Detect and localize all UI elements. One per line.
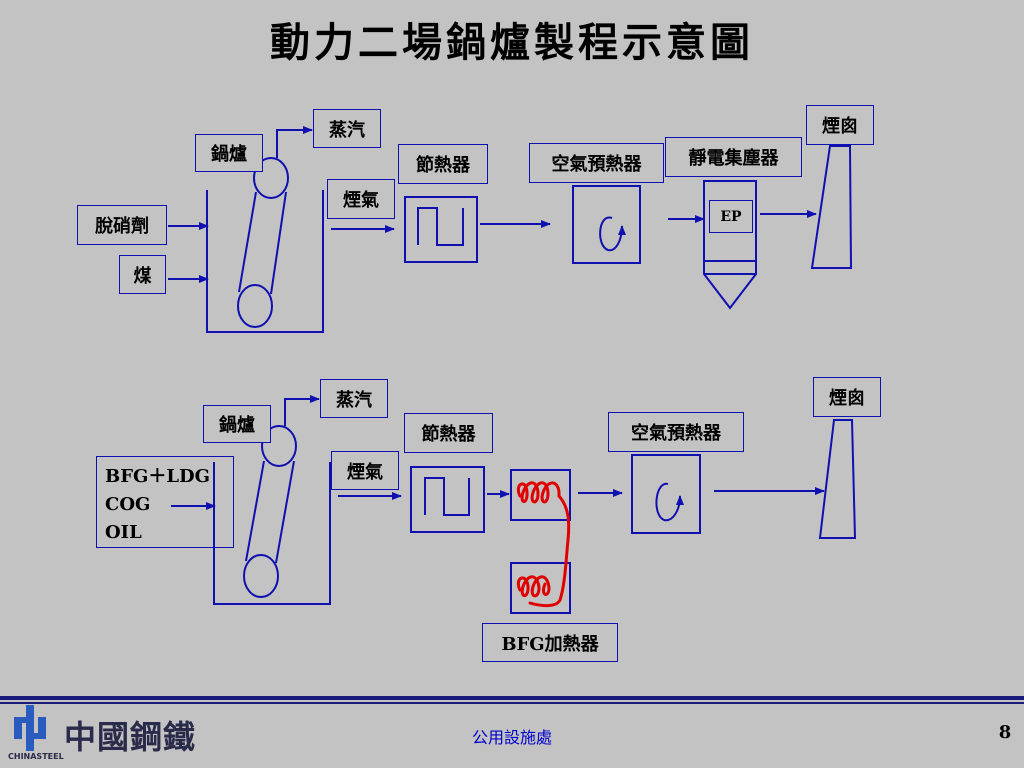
- fuel-item: BFG＋LDG: [105, 466, 211, 487]
- process-diagram: [168, 126, 857, 614]
- bfg-heater-top: [510, 469, 571, 521]
- preheater-swirl-2: [655, 482, 684, 522]
- boiler-2-steam-drum: [261, 425, 297, 467]
- label-air-preheater-1: 空氣預熱器: [529, 143, 664, 183]
- footer-divider: [0, 696, 1024, 700]
- boiler-2-mud-drum: [243, 554, 279, 598]
- preheater-swirl-1: [599, 216, 626, 252]
- label-stack-1: 煙囪: [806, 105, 874, 145]
- steam-line-2: [284, 395, 320, 426]
- label-flue-gas-1: 煙氣: [327, 179, 395, 219]
- esp-hopper: [703, 261, 757, 310]
- label-esp: 靜電集塵器: [665, 137, 802, 177]
- label-boiler-1: 鍋爐: [195, 134, 263, 172]
- fuel-item: COG: [105, 494, 151, 515]
- label-ep: EP: [709, 200, 753, 233]
- label-steam-1: 蒸汽: [313, 109, 381, 148]
- boiler-1-mud-drum: [237, 284, 273, 328]
- boiler-1-furnace: [206, 190, 324, 333]
- page-title: 動力二場鍋爐製程示意圖: [270, 19, 754, 66]
- heater-coil-bottom: [516, 575, 551, 598]
- china-steel-logo-icon: [14, 705, 46, 751]
- fuel-list: BFG＋LDG COG OIL: [96, 456, 234, 548]
- footer-divider-thin: [0, 702, 1024, 704]
- company-logo-subtext: CHINASTEEL: [8, 752, 64, 761]
- label-flue-gas-2: 煙氣: [331, 451, 399, 490]
- label-air-preheater-2: 空氣預熱器: [608, 412, 744, 452]
- department-name: 公用設施處: [471, 728, 552, 747]
- label-stack-2: 煙囪: [813, 377, 881, 417]
- air-preheater-2: [631, 454, 701, 534]
- label-boiler-2: 鍋爐: [203, 405, 271, 443]
- esp-body: [703, 180, 757, 262]
- stack-2: [818, 419, 857, 539]
- steam-line-1: [276, 126, 313, 158]
- economizer-2: [410, 466, 485, 533]
- label-denitration-agent: 脫硝劑: [77, 205, 167, 245]
- label-bfg-heater: BFG加熱器: [482, 623, 618, 662]
- boiler-1-steam-drum: [253, 157, 289, 199]
- page-number: 8: [998, 722, 1012, 743]
- boiler-2-furnace: [213, 462, 331, 605]
- bfg-heater-bottom: [510, 562, 571, 614]
- economizer-1: [404, 196, 478, 263]
- air-preheater-1: [572, 185, 641, 264]
- stack-1: [810, 145, 853, 269]
- fuel-item: OIL: [105, 522, 142, 543]
- label-economizer-2: 節熱器: [404, 413, 493, 453]
- label-coal: 煤: [119, 255, 166, 294]
- heater-coil-link: [528, 494, 571, 608]
- heater-coil-top: [516, 481, 561, 504]
- label-economizer-1: 節熱器: [398, 144, 488, 184]
- company-logo-text: 中國鋼鐵: [64, 718, 197, 756]
- label-steam-2: 蒸汽: [320, 379, 388, 418]
